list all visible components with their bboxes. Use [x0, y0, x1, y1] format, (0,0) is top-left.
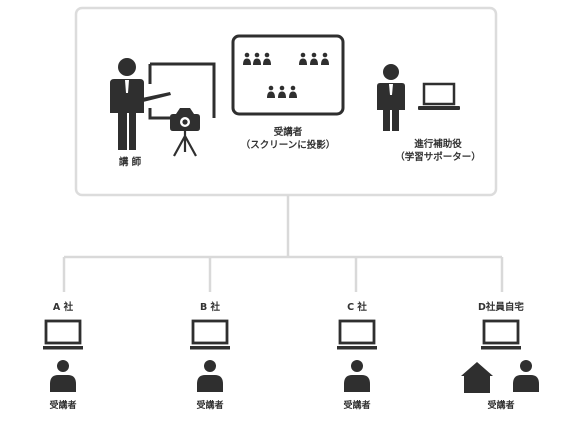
branch-b-label: 受講者 [196, 401, 224, 411]
screen-label: 受講者 （スクリーンに投影） [228, 126, 348, 152]
laptop-icon [418, 82, 460, 110]
screen-label-line2: （スクリーンに投影） [240, 140, 336, 151]
branch-a-label: 受講者 [49, 401, 77, 411]
assistant-label-line1: 進行補助役 [414, 139, 462, 150]
branch-a-person-icon [50, 360, 76, 392]
branch-d-monitor-icon [481, 319, 521, 350]
audience-icon [243, 52, 329, 98]
branch-a-monitor-icon [43, 319, 83, 350]
screen-frame [231, 34, 345, 116]
branch-d-label: 受講者 [487, 401, 515, 411]
screen-label-line1: 受講者 [273, 127, 303, 138]
branch-d-name: D社員自宅 [478, 302, 524, 313]
branch-b-person-icon [197, 360, 223, 392]
branch-d-person-icon [513, 360, 539, 392]
instructor-icon [110, 58, 171, 150]
assistant-label-line2: （学習サポーター） [395, 152, 481, 163]
whiteboard-icon [148, 62, 216, 120]
branch-b-name: B 社 [199, 302, 221, 313]
camera-icon [170, 108, 200, 157]
branch-c-monitor-icon [337, 319, 377, 350]
branch-c-name: C 社 [347, 302, 367, 313]
home-icon [461, 362, 493, 393]
connector-lines [62, 195, 504, 292]
assistant-label: 進行補助役 （学習サポーター） [378, 138, 498, 164]
branch-c-label: 受講者 [343, 401, 371, 411]
assistant-icon [377, 64, 405, 131]
instructor-label: 講 師 [118, 157, 142, 168]
branch-b-monitor-icon [190, 319, 230, 350]
branch-a-name: A 社 [52, 302, 74, 313]
branch-c-person-icon [344, 360, 370, 392]
